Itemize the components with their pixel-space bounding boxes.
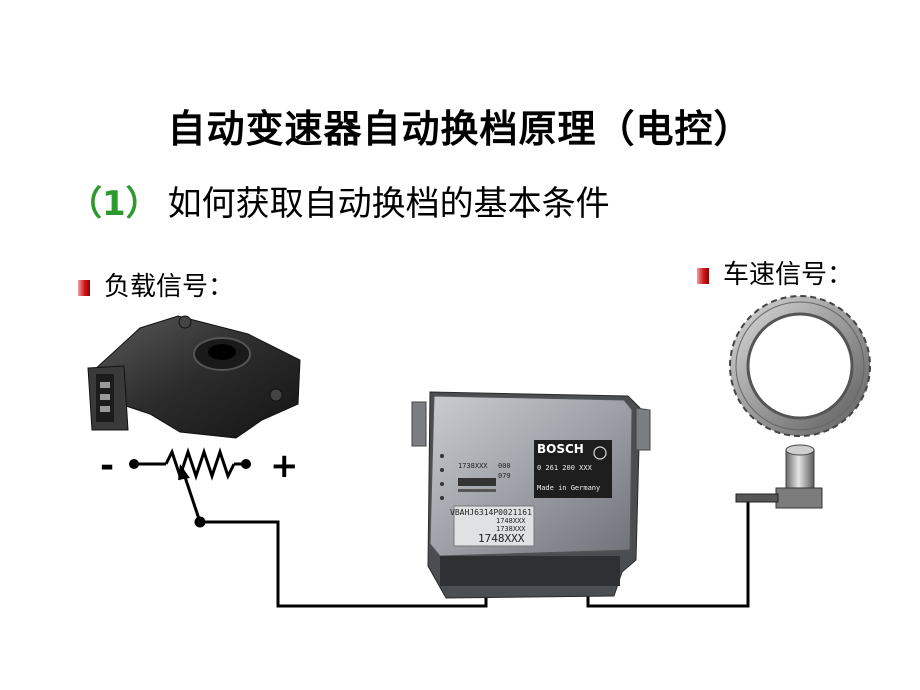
speed-sensor-ring [729,295,871,437]
bullet-icon [78,280,90,296]
load-signal-label-group: 负载信号： [78,266,234,303]
page-title: 自动变速器自动换档原理（电控） [167,107,753,151]
minus-terminal-label: - [100,446,115,486]
ecu-unit [411,391,651,599]
load-signal-label: 负载信号： [104,272,235,302]
ecu-big-code: 1748XXX [478,532,525,545]
ecu-origin: Made in Germany [537,484,601,492]
speed-signal-label-group: 车速信号： [697,254,853,291]
section-heading: （1）如何获取自动换档的基本条件 [68,176,610,225]
potentiometer-symbol [129,447,251,528]
ecu-line-2: 1748XXX [496,517,526,525]
section-number: （1） [68,184,160,224]
bullet-icon [697,268,709,284]
ecu-part-number: 0 261 200 XXX [537,464,592,472]
section-text: 如何获取自动换档的基本条件 [167,184,610,224]
ecu-code-2: 000 [498,462,511,470]
ecu-line-3: 1738XXX [496,525,526,533]
throttle-position-sensor [87,315,301,439]
ecu-code-1: 1738XXX [458,462,488,470]
plus-terminal-label: + [270,446,299,486]
ecu-serial: VBAHJ6314P0021161 [450,508,532,517]
ecu-brand: BOSCH [537,442,584,456]
speed-sensor-probe [735,444,823,509]
speed-signal-label: 车速信号： [723,260,854,290]
ecu-code-3: 079 [498,472,511,480]
